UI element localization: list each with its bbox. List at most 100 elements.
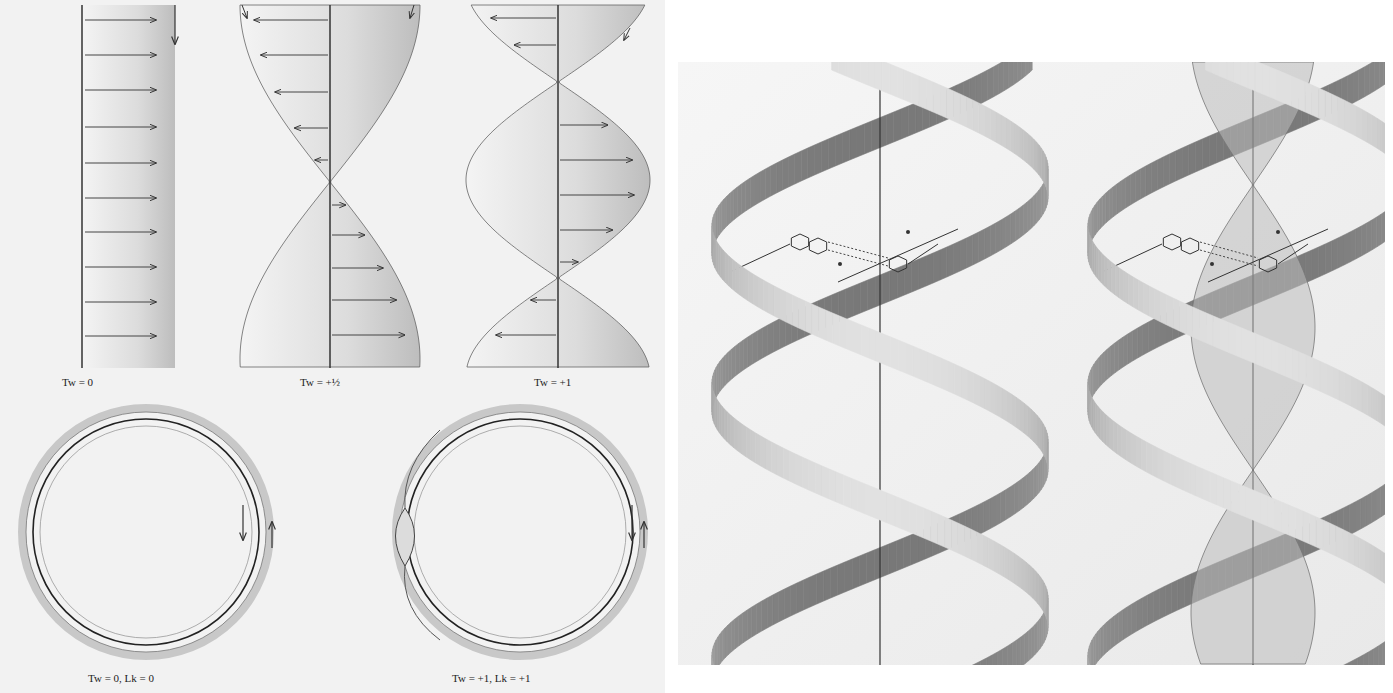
- helix-strand: [728, 622, 731, 655]
- helix-strand: [933, 82, 940, 115]
- helix-strand: [890, 268, 897, 301]
- helix-strand: [768, 322, 774, 355]
- helix-strand: [736, 262, 740, 295]
- helix-strand: [720, 358, 722, 391]
- twist-arrow: [85, 232, 156, 233]
- helix-strand: [1364, 64, 1369, 97]
- helix-strand: [1379, 62, 1384, 88]
- helix-strand: [1047, 595, 1048, 628]
- helix-strand: [810, 574, 817, 607]
- helix-strand: [1027, 199, 1030, 232]
- helix-strand: [1023, 202, 1027, 235]
- helix-strand: [756, 433, 761, 466]
- helix-strand: [852, 556, 859, 589]
- helix-strand: [1027, 133, 1030, 166]
- helix-strand: [1292, 349, 1299, 382]
- ring-inner: [40, 426, 252, 638]
- helix-strand: [765, 166, 770, 199]
- helix-strand: [1034, 412, 1037, 445]
- helix-strand: [1015, 124, 1019, 157]
- helix-strand: [1277, 70, 1284, 103]
- helix-strand: [1015, 481, 1019, 514]
- helix-strand: [890, 64, 897, 97]
- helix-strand: [774, 286, 780, 319]
- twist-arrow: [560, 195, 634, 196]
- helix-strand: [990, 223, 995, 256]
- helix-strand: [1319, 244, 1326, 277]
- helix-strand: [1025, 62, 1029, 76]
- twist-arrow: [496, 335, 556, 336]
- helix-strand: [802, 457, 809, 490]
- helix-strand: [1189, 142, 1196, 175]
- helix-strand: [868, 62, 875, 88]
- helix-strand: [720, 631, 722, 664]
- helix-strand: [1128, 274, 1133, 307]
- helix-strand: [1153, 589, 1159, 622]
- helix-strand: [1255, 62, 1262, 94]
- helix-strand: [1372, 217, 1377, 250]
- helix-strand: [1359, 67, 1364, 100]
- helix-strand: [792, 295, 798, 328]
- helix-strand: [1019, 478, 1023, 511]
- helix-strand: [1242, 328, 1249, 361]
- helix-strand: [1104, 622, 1107, 655]
- helix-strand: [1036, 142, 1039, 175]
- helix-strand: [1161, 292, 1167, 325]
- helix-strand: [1195, 139, 1202, 172]
- helix-strand: [876, 331, 883, 364]
- helix-strand: [1234, 62, 1241, 85]
- helix-strand: [1378, 643, 1383, 665]
- helix-strand: [1147, 442, 1153, 475]
- helix-strand: [1361, 109, 1366, 142]
- helix-strand: [875, 274, 882, 307]
- helix-strand: [1178, 577, 1185, 610]
- helix-strand: [860, 62, 867, 85]
- helix-strand: [898, 340, 905, 373]
- helix-strand: [801, 148, 808, 181]
- helix-strand: [1033, 568, 1036, 601]
- helix-strand: [1034, 193, 1037, 226]
- helix-strand: [1137, 598, 1142, 631]
- helix-strand: [1015, 208, 1019, 241]
- helix-strand: [1347, 73, 1353, 106]
- helix-strand: [760, 169, 765, 202]
- helix-strand: [945, 517, 952, 550]
- helix-strand: [931, 511, 938, 544]
- helix-strand: [1008, 643, 1013, 665]
- helix-strand: [796, 454, 802, 487]
- helix-strand: [1348, 532, 1354, 565]
- helix-strand: [805, 301, 812, 334]
- helix-strand: [1325, 91, 1331, 124]
- helix-strand: [988, 67, 994, 100]
- helix-strand: [1138, 280, 1143, 313]
- helix-strand: [1157, 157, 1163, 190]
- helix-strand: [1356, 226, 1362, 259]
- helix-strand: [758, 277, 763, 310]
- helix-strand: [894, 109, 901, 142]
- helix-strand: [826, 310, 833, 343]
- helix-strand: [1155, 289, 1161, 322]
- helix-strand: [933, 250, 940, 283]
- twisted-ribbon: [240, 5, 420, 367]
- helix-strand: [1027, 472, 1030, 505]
- helix-strand: [1344, 232, 1350, 265]
- helix-strand: [1382, 394, 1385, 427]
- helix-strand: [1271, 340, 1278, 373]
- helix-strand: [994, 541, 999, 574]
- helix-strand: [809, 460, 816, 493]
- helix-strand: [873, 487, 880, 520]
- helix-strand: [1023, 475, 1027, 508]
- helix-strand: [1376, 487, 1381, 520]
- helix-strand: [1005, 487, 1010, 520]
- helix-strand: [1024, 403, 1028, 436]
- helix-strand: [997, 649, 1002, 665]
- helix-strand: [725, 352, 728, 385]
- ribbon-axis: [81, 5, 83, 368]
- twist-arrow: [332, 235, 365, 236]
- direction-arrow: [242, 5, 247, 18]
- helix-strand: [755, 172, 760, 205]
- twist-arrow: [315, 160, 328, 161]
- helix-strand: [1213, 316, 1220, 349]
- helix-strand: [982, 70, 988, 103]
- helix-strand: [1377, 391, 1382, 424]
